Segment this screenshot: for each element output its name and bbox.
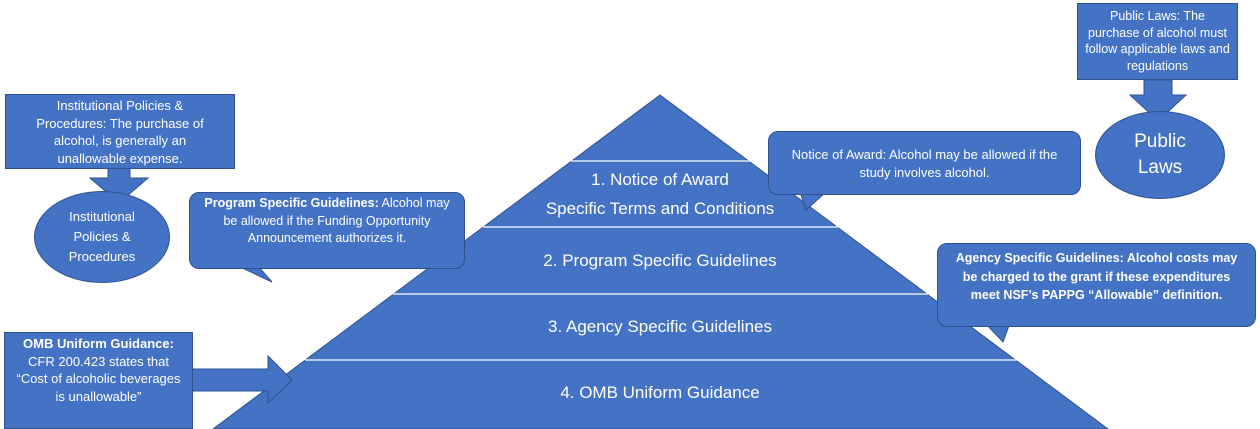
- omb-arrow: [191, 354, 293, 405]
- institutional-box-text: Institutional Policies & Procedures: The…: [36, 98, 204, 166]
- institutional-box: Institutional Policies & Procedures: The…: [5, 94, 235, 169]
- institutional-ellipse-line3: Procedures: [68, 249, 136, 264]
- institutional-ellipse: Institutional Policies & Procedures: [34, 191, 170, 283]
- institutional-ellipse-line2: Policies &: [73, 229, 131, 244]
- institutional-arrow: [88, 167, 150, 204]
- tier-1-line2: Specific Terms and Conditions: [545, 199, 775, 218]
- notice-of-award-text: Notice of Award: Alcohol may be allowed …: [791, 147, 1058, 180]
- omb-guidance-text: CFR 200.423 states that “Cost of alcohol…: [16, 353, 181, 404]
- omb-guidance-box: OMB Uniform Guidance: CFR 200.423 states…: [4, 332, 193, 429]
- agency-guidelines-text: Agency Specific Guidelines: Alcohol cost…: [955, 251, 1238, 302]
- tier-1-line1: 1. Notice of Award: [591, 170, 729, 189]
- tier-2-line1: 2. Program Specific Guidelines: [543, 251, 777, 270]
- tier-4-label: 4. OMB Uniform Guidance: [480, 378, 840, 407]
- program-guidelines-title: Program Specific Guidelines:: [204, 196, 379, 210]
- program-guidelines-callout: Program Specific Guidelines: Alcohol may…: [189, 192, 465, 269]
- public-laws-ellipse-line2: Laws: [1137, 157, 1183, 178]
- public-laws-box-text: Public Laws: The purchase of alcohol mus…: [1085, 9, 1230, 73]
- omb-guidance-title: OMB Uniform Guidance:: [23, 336, 174, 351]
- public-laws-arrow: [1128, 79, 1188, 122]
- tier-1-label: 1. Notice of Award Specific Terms and Co…: [520, 165, 800, 223]
- notice-of-award-callout: Notice of Award: Alcohol may be allowed …: [768, 131, 1081, 195]
- tier-4-line1: 4. OMB Uniform Guidance: [560, 383, 760, 402]
- public-laws-ellipse: Public Laws: [1095, 111, 1225, 199]
- public-laws-ellipse-line1: Public: [1134, 131, 1186, 152]
- public-laws-box: Public Laws: The purchase of alcohol mus…: [1077, 3, 1238, 80]
- tier-2-label: 2. Program Specific Guidelines: [480, 246, 840, 275]
- institutional-ellipse-line1: Institutional: [69, 209, 135, 224]
- tier-3-line1: 3. Agency Specific Guidelines: [548, 317, 772, 336]
- agency-guidelines-callout: Agency Specific Guidelines: Alcohol cost…: [937, 243, 1256, 327]
- program-guidelines-text: Alcohol may be allowed if the Funding Op…: [223, 196, 450, 245]
- tier-3-label: 3. Agency Specific Guidelines: [480, 312, 840, 341]
